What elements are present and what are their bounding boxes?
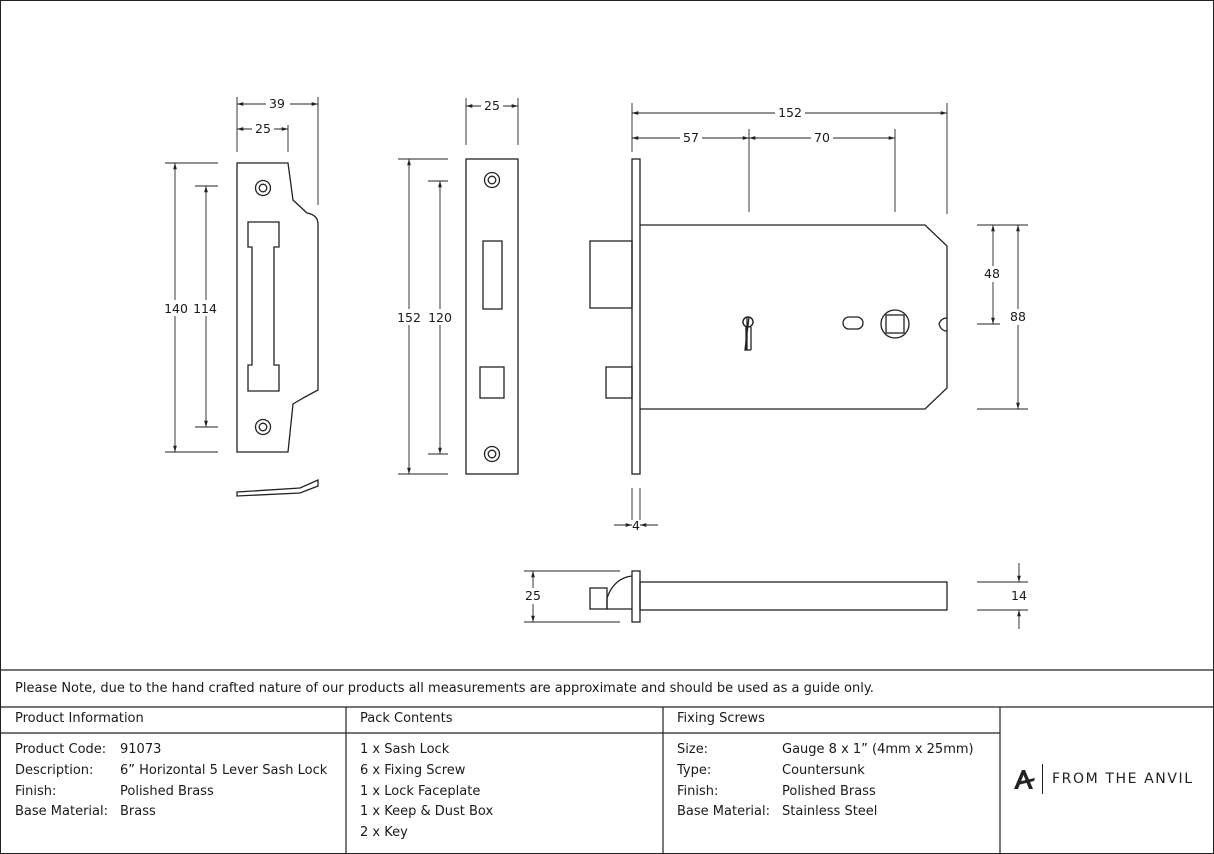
product-code-label: Product Code: [15, 742, 107, 757]
dim-strike-height: 140 [164, 301, 188, 316]
lock-faceplate [465, 158, 519, 475]
dim-backset: 57 [683, 130, 699, 145]
pack-contents-heading: Pack Contents [360, 711, 453, 726]
pack-item: 6 x Fixing Screw [360, 763, 466, 778]
dim-case-height: 88 [1010, 309, 1026, 324]
disclaimer-note: Please Note, due to the hand crafted nat… [15, 681, 874, 696]
dim-forend-width: 25 [525, 588, 541, 603]
lock-body [589, 158, 948, 475]
product-code-value: 91073 [120, 742, 162, 757]
finish-value: Polished Brass [120, 784, 214, 799]
dim-centres: 70 [814, 130, 830, 145]
screw-type-value: Countersunk [782, 763, 865, 778]
pack-item: 1 x Sash Lock [360, 742, 450, 757]
anvil-a-logo-icon [1014, 770, 1035, 789]
dim-faceplate-width: 25 [484, 98, 500, 113]
dim-case-thickness: 14 [1011, 588, 1027, 603]
screw-material-value: Stainless Steel [782, 804, 878, 819]
dim-faceplate-thickness: 4 [632, 518, 640, 533]
screw-size-value: Gauge 8 x 1” (4mm x 25mm) [782, 742, 974, 757]
lock-top-view [589, 570, 948, 623]
brand-name: FROM THE ANVIL [1052, 771, 1194, 787]
description-label: Description: [15, 763, 94, 778]
dim-case-length: 152 [778, 105, 802, 120]
screw-size-label: Size: [677, 742, 709, 757]
strike-plate [236, 162, 319, 497]
brand-separator [1042, 764, 1043, 794]
product-information-heading: Product Information [15, 711, 144, 726]
base-material-label: Base Material: [15, 804, 108, 819]
screw-material-label: Base Material: [677, 804, 770, 819]
fixing-screws-heading: Fixing Screws [677, 711, 765, 726]
screw-type-label: Type: [677, 763, 712, 778]
dim-strike-inner-width: 25 [255, 121, 271, 136]
dim-faceplate-inner-height: 120 [428, 310, 452, 325]
brand-logo-block: FROM THE ANVIL [1012, 764, 1202, 796]
dim-strike-width: 39 [269, 96, 285, 111]
dim-faceplate-height: 152 [397, 310, 421, 325]
pack-item: 2 x Key [360, 825, 408, 840]
screw-finish-value: Polished Brass [782, 784, 876, 799]
description-value: 6” Horizontal 5 Lever Sash Lock [120, 763, 328, 778]
pack-item: 1 x Lock Faceplate [360, 784, 481, 799]
pack-item: 1 x Keep & Dust Box [360, 804, 494, 819]
finish-label: Finish: [15, 784, 57, 799]
dim-strike-inner-height: 114 [193, 301, 217, 316]
base-material-value: Brass [120, 804, 156, 819]
dim-case-inner-height: 48 [984, 266, 1000, 281]
screw-finish-label: Finish: [677, 784, 719, 799]
